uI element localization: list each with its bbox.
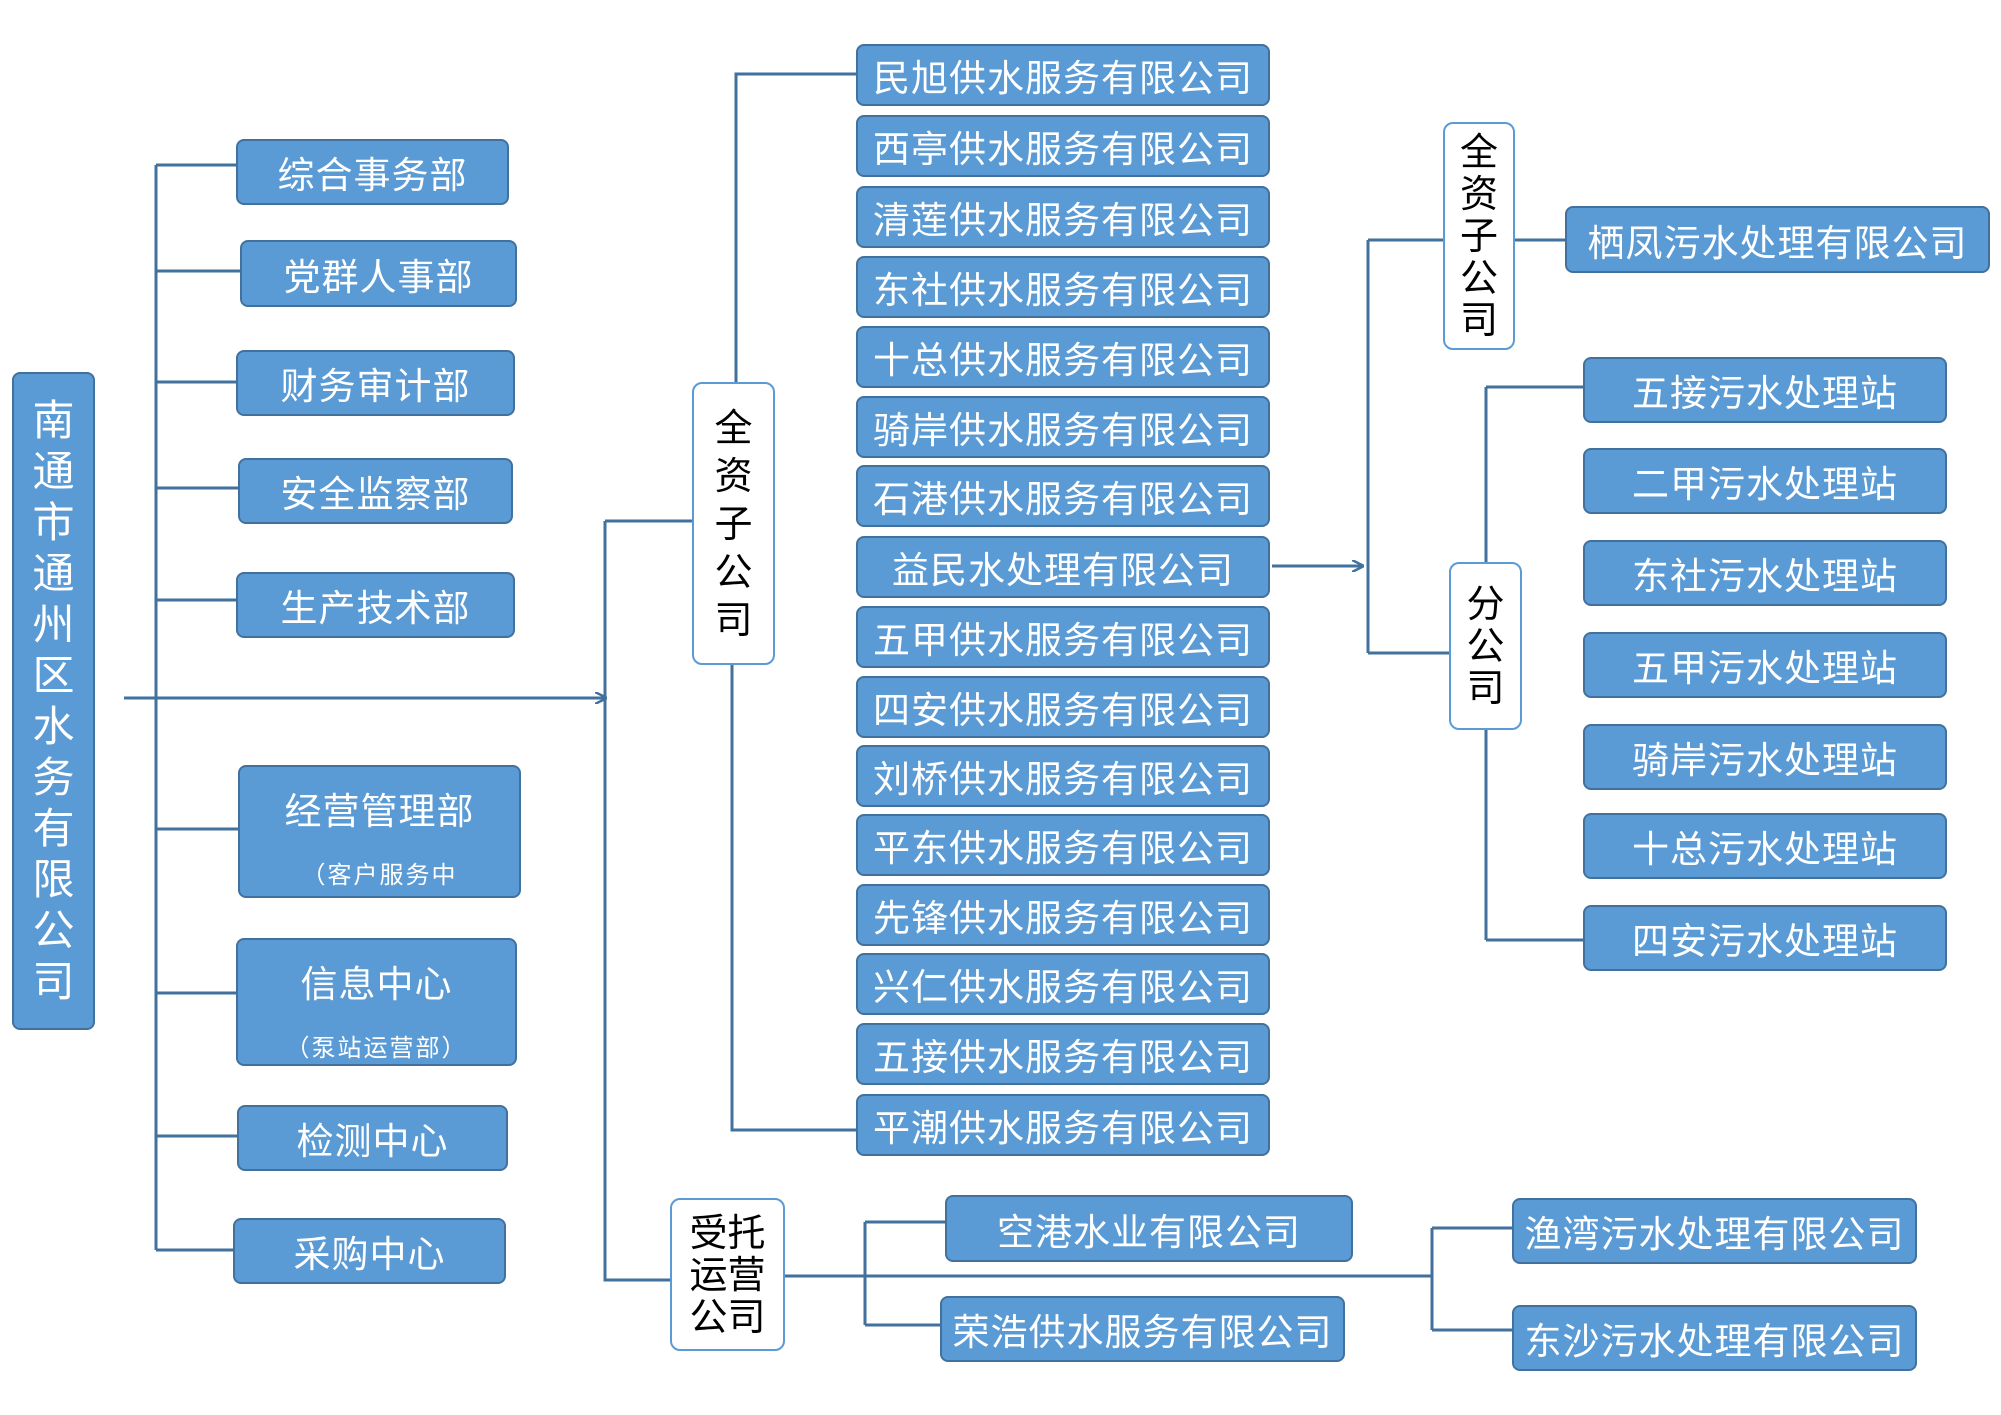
department-sublabel: （泵站运营部） [285,1034,468,1062]
department-box[interactable]: 信息中心 （泵站运营部） [236,938,517,1066]
yimin-wholly-owned-label-box[interactable]: 全 资 子 公 司 [1443,122,1515,350]
department-box[interactable]: 检测中心 [237,1105,508,1171]
branch-station-box[interactable]: 十总污水处理站 [1583,813,1947,879]
water-company-box[interactable]: 十总供水服务有限公司 [856,326,1270,388]
root-char: 市 [32,498,75,547]
entrusted-wastewater-box[interactable]: 渔湾污水处理有限公司 [1512,1198,1917,1264]
water-company-box[interactable]: 平东供水服务有限公司 [856,814,1270,876]
root-char: 水 [32,702,75,751]
branch-station-box[interactable]: 二甲污水处理站 [1583,448,1947,514]
yimin-wholly-owned-char: 全 [1459,130,1498,174]
department-box[interactable]: 采购中心 [233,1218,506,1284]
yimin-wholly-owned-char: 公 [1459,256,1498,300]
root-char: 州 [32,600,75,649]
water-company-box[interactable]: 五甲供水服务有限公司 [856,606,1270,668]
water-company-box[interactable]: 民旭供水服务有限公司 [856,44,1270,106]
yimin-subsidiary-box[interactable]: 栖凤污水处理有限公司 [1565,206,1990,273]
branch-station-box[interactable]: 骑岸污水处理站 [1583,724,1947,790]
wholly-owned-char: 司 [714,597,753,642]
wholly-owned-char: 全 [714,405,753,450]
branch-station-box[interactable]: 东社污水处理站 [1583,540,1947,606]
root-char: 南 [32,396,75,445]
wholly-owned-char: 子 [714,501,753,546]
water-company-box[interactable]: 清莲供水服务有限公司 [856,186,1270,248]
water-company-box[interactable]: 益民水处理有限公司 [856,536,1270,598]
entrusted-wastewater-box[interactable]: 东沙污水处理有限公司 [1512,1305,1917,1371]
root-company-box[interactable]: 南 通 市 通 州 区 水 务 有 限 公 司 [12,372,95,1030]
wholly-owned-label-box[interactable]: 全 资 子 公 司 [692,382,775,665]
yimin-wholly-owned-char: 资 [1459,172,1498,216]
department-label: 经营管理部 [284,790,475,833]
water-company-box[interactable]: 先锋供水服务有限公司 [856,884,1270,946]
water-company-box[interactable]: 刘桥供水服务有限公司 [856,745,1270,807]
root-char: 通 [32,549,75,598]
department-box[interactable]: 综合事务部 [236,139,509,205]
water-company-box[interactable]: 四安供水服务有限公司 [856,676,1270,738]
root-char: 公 [32,906,75,955]
root-char: 限 [32,855,75,904]
wholly-owned-char: 资 [714,453,753,498]
entrusted-line: 公司 [689,1294,766,1339]
department-box[interactable]: 党群人事部 [240,240,517,307]
entrusted-line: 受托 [689,1210,766,1255]
entrusted-company-box[interactable]: 空港水业有限公司 [945,1195,1353,1262]
root-char: 务 [32,753,75,802]
root-char: 区 [32,651,75,700]
branch-char: 分 [1466,582,1505,626]
water-company-box[interactable]: 骑岸供水服务有限公司 [856,396,1270,458]
root-char: 司 [32,957,75,1006]
yimin-wholly-owned-char: 子 [1459,214,1498,258]
department-sublabel: （客户服务中 [301,861,458,889]
branch-char: 司 [1466,666,1505,710]
water-company-box[interactable]: 东社供水服务有限公司 [856,256,1270,318]
entrusted-company-box[interactable]: 荣浩供水服务有限公司 [940,1296,1345,1362]
branch-station-box[interactable]: 四安污水处理站 [1583,905,1947,971]
department-box[interactable]: 财务审计部 [236,350,515,416]
entrusted-label-box[interactable]: 受托 运营 公司 [670,1198,785,1351]
branch-station-box[interactable]: 五甲污水处理站 [1583,632,1947,698]
department-box[interactable]: 安全监察部 [238,458,513,524]
wholly-owned-char: 公 [714,549,753,594]
water-company-box[interactable]: 平潮供水服务有限公司 [856,1094,1270,1156]
water-company-box[interactable]: 石港供水服务有限公司 [856,465,1270,527]
department-label: 信息中心 [300,963,453,1006]
entrusted-line: 运营 [689,1252,766,1297]
yimin-wholly-owned-char: 司 [1459,298,1498,342]
branch-station-box[interactable]: 五接污水处理站 [1583,357,1947,423]
water-company-box[interactable]: 西亭供水服务有限公司 [856,115,1270,177]
branch-label-box[interactable]: 分 公 司 [1449,562,1522,730]
water-company-box[interactable]: 五接供水服务有限公司 [856,1023,1270,1085]
root-char: 通 [32,447,75,496]
department-box[interactable]: 经营管理部 （客户服务中 [238,765,521,898]
department-box[interactable]: 生产技术部 [236,572,515,638]
branch-char: 公 [1466,624,1505,668]
water-company-box[interactable]: 兴仁供水服务有限公司 [856,953,1270,1015]
root-char: 有 [32,804,75,853]
